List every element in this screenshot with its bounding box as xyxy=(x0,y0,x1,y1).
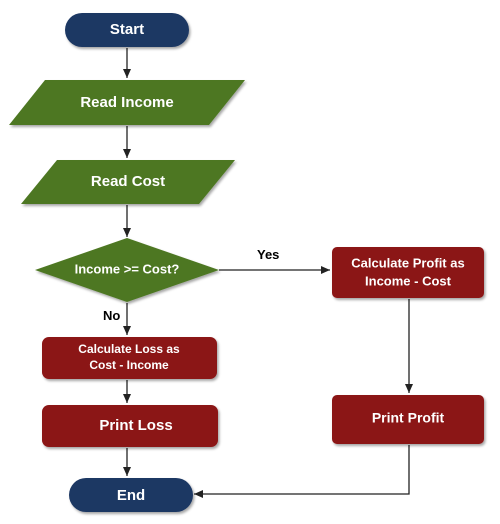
decision-shape xyxy=(35,238,219,302)
read-income-label: Read Income xyxy=(80,94,173,111)
read-cost-label: Read Cost xyxy=(91,173,165,190)
calc-profit-label-line1: Calculate Profit as xyxy=(351,255,464,270)
calc-profit-label-line2: Income - Cost xyxy=(365,273,452,288)
calc-loss-shape xyxy=(42,337,217,379)
read-cost-node xyxy=(21,160,235,204)
end-node xyxy=(69,478,193,512)
calc-loss-label-line1: Calculate Loss as xyxy=(78,342,180,356)
end-shape xyxy=(69,478,193,512)
print-loss-label: Print Loss xyxy=(99,417,172,434)
no-label: No xyxy=(103,308,120,323)
read-cost-shape xyxy=(21,160,235,204)
start-node xyxy=(65,13,189,47)
print-profit-label: Print Profit xyxy=(372,410,445,426)
print-profit-node xyxy=(332,395,484,444)
end-label: End xyxy=(117,487,145,504)
yes-label: Yes xyxy=(257,247,279,262)
start-shape xyxy=(65,13,189,47)
decision-node xyxy=(35,238,219,302)
print-loss-node xyxy=(42,405,218,447)
read-income-node xyxy=(9,80,245,125)
start-label: Start xyxy=(110,21,144,38)
connector-print-profit-to-end xyxy=(194,445,410,498)
calc-loss-label-line2: Cost - Income xyxy=(89,358,169,372)
calc-profit-node xyxy=(332,247,484,298)
print-profit-shape xyxy=(332,395,484,444)
read-income-shape xyxy=(9,80,245,125)
print-loss-shape xyxy=(42,405,218,447)
calc-profit-shape xyxy=(332,247,484,298)
calc-loss-node xyxy=(42,337,217,379)
decision-label: Income >= Cost? xyxy=(75,261,180,276)
